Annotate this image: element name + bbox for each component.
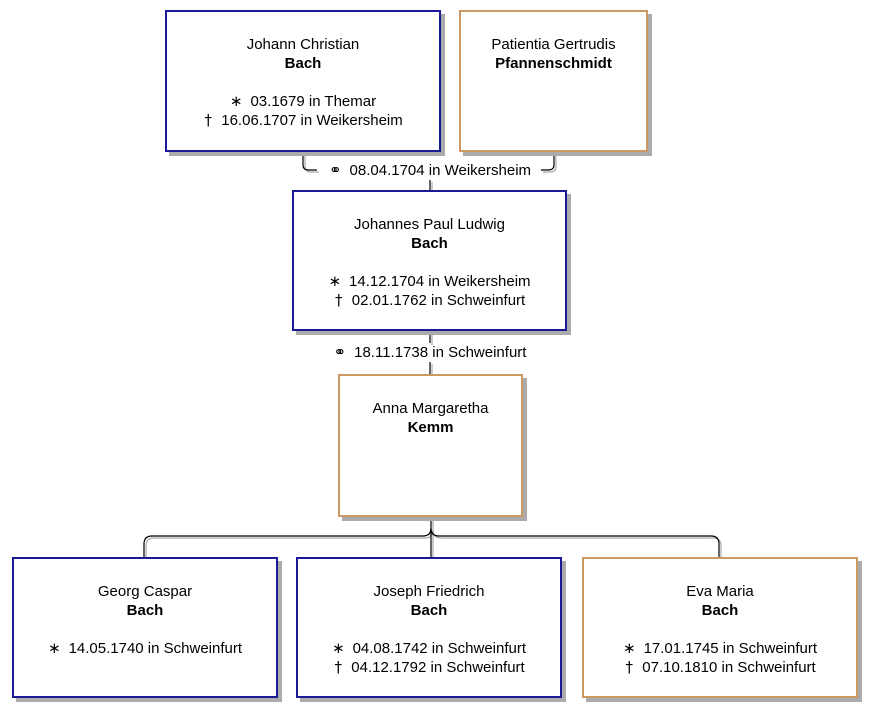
birth-symbol-icon: ∗: [331, 639, 345, 657]
death-text: 04.12.1792 in Schweinfurt: [351, 659, 525, 676]
surname: Kemm: [407, 419, 454, 436]
marriage-date-place: 18.11.1738 in Schweinfurt: [354, 344, 527, 361]
person-events: ∗ 17.01.1745 in Schweinfurt † 07.10.1810 i…: [584, 639, 856, 677]
connector-father-to-marriage1: [302, 153, 317, 171]
surname: Bach: [284, 55, 322, 72]
person-events: ∗ 14.05.1740 in Schweinfurt: [14, 639, 276, 677]
person-card-patientia-gertrudis-pfannenschmidt[interactable]: Patientia Gertrudis Pfannenschmidt: [459, 10, 648, 152]
death-symbol-icon: †: [204, 111, 213, 129]
person-card-anna-margaretha-kemm[interactable]: Anna Margaretha Kemm: [338, 374, 523, 517]
surname: Bach: [701, 602, 739, 619]
person-name: Joseph Friedrich Bach: [298, 582, 560, 620]
given-name: Patientia Gertrudis: [491, 36, 616, 53]
given-name: Johann Christian: [246, 36, 360, 53]
person-card-johannes-paul-ludwig-bach[interactable]: Johannes Paul Ludwig Bach ∗ 14.12.1704 in…: [292, 190, 567, 331]
person-name: Johannes Paul Ludwig Bach: [294, 215, 565, 253]
person-card-eva-maria-bach[interactable]: Eva Maria Bach ∗ 17.01.1745 in Schweinfur…: [582, 557, 858, 698]
death-symbol-icon: †: [334, 658, 343, 676]
birth-line: ∗ 14.12.1704 in Weikersheim: [294, 272, 565, 291]
birth-line: ∗ 14.05.1740 in Schweinfurt: [14, 639, 276, 658]
person-events: [340, 456, 521, 494]
death-symbol-icon: †: [335, 291, 343, 309]
birth-text: 04.08.1742 in Schweinfurt: [352, 640, 527, 657]
surname: Bach: [126, 602, 164, 619]
birth-line: ∗ 04.08.1742 in Schweinfurt: [298, 639, 560, 658]
birth-line: [340, 456, 521, 475]
person-name: Johann Christian Bach: [167, 35, 439, 73]
surname: Bach: [411, 235, 448, 252]
person-name: Patientia Gertrudis Pfannenschmidt: [461, 35, 646, 73]
person-card-georg-caspar-bach[interactable]: Georg Caspar Bach ∗ 14.05.1740 in Schwein…: [12, 557, 278, 698]
surname: Pfannenschmidt: [495, 55, 612, 72]
marriage-label-2: ⚭ 18.11.1738 in Schweinfurt: [280, 343, 580, 362]
birth-symbol-icon: ∗: [47, 639, 61, 657]
connector-mains: [143, 153, 720, 558]
birth-text: 14.05.1740 in Schweinfurt: [68, 640, 243, 657]
birth-text: 17.01.1745 in Schweinfurt: [643, 640, 818, 657]
death-line: † 04.12.1792 in Schweinfurt: [298, 658, 560, 677]
given-name: Johannes Paul Ludwig: [354, 216, 505, 233]
birth-text: 03.1679 in Themar: [250, 93, 377, 110]
death-text: 16.06.1707 in Weikersheim: [221, 112, 403, 129]
given-name: Joseph Friedrich: [373, 583, 485, 600]
marriage-symbol-icon: ⚭: [333, 343, 347, 361]
connector-mother-to-marriage1: [541, 153, 555, 171]
marriage-label-1: ⚭ 08.04.1704 in Weikersheim: [280, 161, 580, 180]
person-name: Anna Margaretha Kemm: [340, 399, 521, 437]
person-events: ∗ 14.12.1704 in Weikersheim † 02.01.1762 i…: [294, 272, 565, 310]
birth-line: [461, 92, 646, 111]
death-symbol-icon: †: [625, 658, 634, 676]
person-name: Georg Caspar Bach: [14, 582, 276, 620]
death-line: [14, 658, 276, 677]
birth-text: 14.12.1704 in Weikersheim: [349, 273, 531, 290]
death-line: † 16.06.1707 in Weikersheim: [167, 111, 439, 130]
person-events: ∗ 03.1679 in Themar † 16.06.1707 in Weiker…: [167, 92, 439, 130]
birth-line: ∗ 17.01.1745 in Schweinfurt: [584, 639, 856, 658]
person-name: Eva Maria Bach: [584, 582, 856, 620]
marriage-date-place: 08.04.1704 in Weikersheim: [349, 162, 532, 179]
death-line: † 07.10.1810 in Schweinfurt: [584, 658, 856, 677]
death-text: 02.01.1762 in Schweinfurt: [351, 292, 526, 309]
person-events: [461, 92, 646, 130]
birth-symbol-icon: ∗: [622, 639, 636, 657]
death-line: [461, 111, 646, 130]
person-card-joseph-friedrich-bach[interactable]: Joseph Friedrich Bach ∗ 04.08.1742 in Sch…: [296, 557, 562, 698]
given-name: Georg Caspar: [97, 583, 193, 600]
death-text: 07.10.1810 in Schweinfurt: [642, 659, 816, 676]
birth-symbol-icon: ∗: [328, 272, 342, 290]
birth-line: ∗ 03.1679 in Themar: [167, 92, 439, 111]
given-name: Anna Margaretha: [372, 400, 489, 417]
marriage-symbol-icon: ⚭: [328, 161, 342, 179]
person-card-johann-christian-bach[interactable]: Johann Christian Bach ∗ 03.1679 in Themar…: [165, 10, 441, 152]
death-line: [340, 475, 521, 494]
given-name: Eva Maria: [686, 583, 754, 600]
death-line: † 02.01.1762 in Schweinfurt: [294, 291, 565, 310]
surname: Bach: [410, 602, 448, 619]
birth-symbol-icon: ∗: [229, 92, 243, 110]
person-events: ∗ 04.08.1742 in Schweinfurt † 04.12.1792 i…: [298, 639, 560, 677]
connector-children-rail: [143, 527, 720, 558]
